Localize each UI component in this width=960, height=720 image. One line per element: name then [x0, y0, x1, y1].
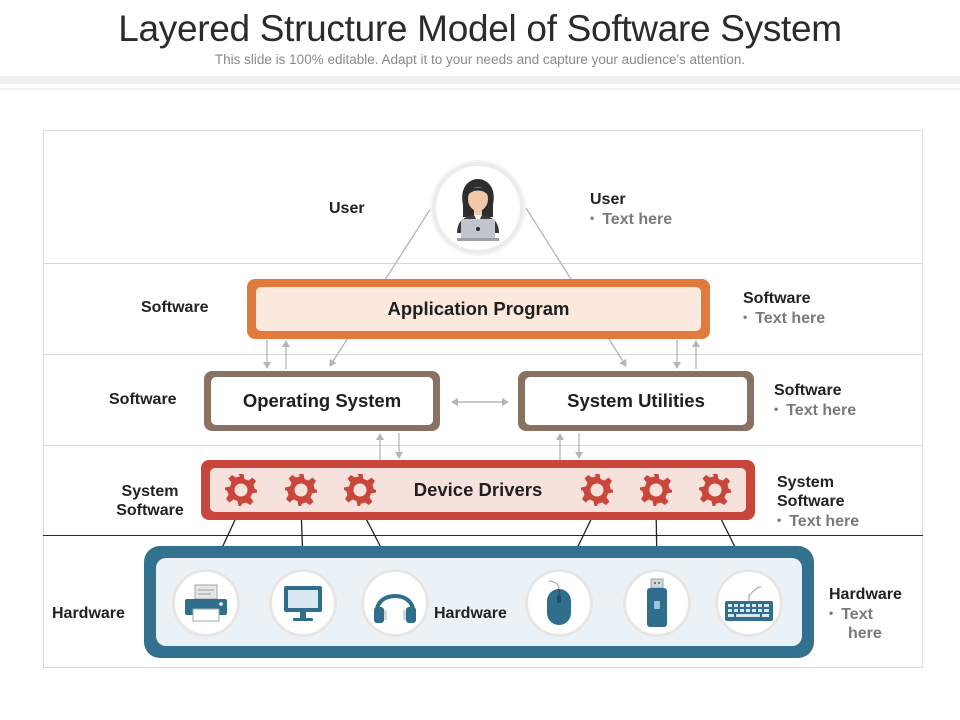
- page-title: Layered Structure Model of Software Syst…: [118, 8, 842, 49]
- row-divider: [43, 445, 923, 446]
- usb-drive-device: [623, 569, 691, 637]
- right-label-title: Hardware: [829, 586, 902, 603]
- right-label-user: User •Text here: [590, 191, 673, 228]
- hardware-center-label: Hardware: [434, 605, 507, 622]
- header-divider-thin: [0, 88, 960, 90]
- application-program-label: Application Program: [256, 287, 701, 331]
- user-avatar: [432, 162, 524, 254]
- right-label-title-line2: Software: [777, 493, 845, 510]
- hardware-container: [144, 546, 814, 658]
- system-utilities-box: System Utilities: [518, 371, 754, 431]
- right-label-bullet: Text here: [789, 513, 860, 530]
- keyboard-icon: [725, 586, 773, 621]
- right-label-title: Software: [774, 382, 842, 399]
- row-divider: [43, 354, 923, 355]
- hardware-divider: [43, 535, 923, 536]
- printer-device: [172, 569, 240, 637]
- row-divider: [43, 263, 923, 264]
- operating-system-label: Operating System: [211, 377, 433, 425]
- left-label-software: Software: [109, 391, 177, 408]
- page-subtitle: This slide is 100% editable. Adapt it to…: [214, 52, 746, 67]
- mouse-device: [525, 569, 593, 637]
- right-label-system-software: System Software •Text here: [777, 474, 860, 530]
- right-label-software: Software •Text here: [774, 382, 857, 419]
- printer-icon: [185, 584, 227, 622]
- left-label-user: User: [329, 200, 365, 217]
- keyboard-device: [715, 569, 783, 637]
- right-label-title: Software: [743, 290, 811, 307]
- left-label-hardware: Hardware: [52, 605, 125, 622]
- header-divider: [0, 76, 960, 84]
- usb-drive-icon: [647, 578, 667, 627]
- operating-system-box: Operating System: [204, 371, 440, 431]
- device-drivers-box: Device Drivers: [201, 460, 755, 520]
- left-label-software: Software: [141, 299, 209, 316]
- right-label-hardware: Hardware •Text here: [829, 586, 902, 642]
- right-label-software: Software •Text here: [743, 290, 826, 327]
- diagram-frame: [43, 130, 923, 668]
- right-label-title-line1: System: [777, 474, 834, 491]
- headphones-device: [361, 569, 429, 637]
- right-label-bullet: Text here: [755, 310, 826, 327]
- right-label-bullet-line2: here: [848, 625, 882, 642]
- device-drivers-label: Device Drivers: [210, 468, 746, 512]
- right-label-bullet: Text here: [602, 211, 673, 228]
- mouse-icon: [547, 580, 571, 625]
- left-label-system-software: System Software: [104, 482, 196, 520]
- left-label-system-line2: Software: [116, 502, 184, 519]
- system-utilities-label: System Utilities: [525, 377, 747, 425]
- user-with-laptop-icon: [457, 179, 499, 241]
- left-label-system-line1: System: [121, 483, 179, 500]
- hardware-container-inner: [156, 558, 802, 646]
- application-program-box: Application Program: [247, 279, 710, 339]
- monitor-icon: [284, 586, 322, 621]
- right-label-title: User: [590, 191, 626, 208]
- headphones-icon: [374, 594, 416, 623]
- right-label-bullet: Text here: [786, 402, 857, 419]
- right-label-bullet-line1: Text: [841, 606, 873, 623]
- monitor-device: [269, 569, 337, 637]
